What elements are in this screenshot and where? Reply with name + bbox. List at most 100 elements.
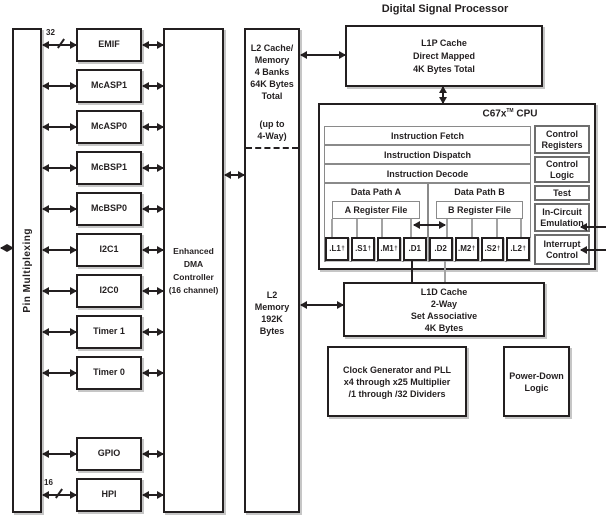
peripheral-label: McASP0 (90, 121, 127, 132)
l1p-cache-box: L1P Cache Direct Mapped 4K Bytes Total (345, 25, 543, 87)
peripheral-box-i2c1: I2C1 (76, 233, 142, 267)
in-circuit-emulation-label: In-Circuit Emulation (540, 206, 584, 228)
arrow-l2-l1d (300, 301, 344, 309)
l2-box (244, 28, 300, 513)
peripheral-box-timer1: Timer 1 (76, 315, 142, 349)
arrow-pinmux-mcbsp0 (42, 205, 77, 213)
emif-bus-width-label: 32 (46, 28, 55, 37)
unit-label: .M1 (380, 244, 394, 253)
arrow-dma-l2 (224, 171, 245, 179)
unit-label: .D1 (408, 244, 421, 253)
arrow-i2c1-dma (142, 246, 164, 254)
units-row-a: .L1† .S1† .M1† .D1 (325, 237, 427, 261)
cpu-trademark: TM (506, 108, 514, 114)
cpu-name-suffix: CPU (516, 108, 538, 120)
arrow-external-interrupt (580, 246, 606, 254)
pin-multiplexing-label: Pin Multiplexing (21, 228, 33, 313)
l2-associativity-label: (up to 4-Way) (257, 119, 287, 141)
peripheral-box-mcasp0: McASP0 (76, 110, 142, 144)
instruction-fetch-label: Instruction Fetch (390, 130, 464, 141)
peripheral-box-hpi: HPI (76, 478, 142, 512)
connector-regfile-l2 (520, 219, 522, 237)
test-label: Test (553, 187, 571, 198)
arrow-gpio-dma (142, 450, 164, 458)
unit-s1-box: .S1† (351, 237, 375, 261)
connector-regfile-l1 (331, 219, 333, 237)
connector-regfile-s2 (496, 219, 498, 237)
l1d-cache-label: L1D Cache 2-Way Set Associative 4K Bytes (410, 286, 478, 333)
c67x-cpu-title: C67xTM CPU (460, 108, 560, 119)
arrow-pinmux-hpi (42, 491, 77, 499)
clock-generator-box: Clock Generator and PLL x4 through x25 M… (327, 346, 467, 417)
arrow-timer1-dma (142, 328, 164, 336)
unit-d1-box: .D1 (403, 237, 427, 261)
peripheral-box-mcbsp0: McBSP0 (76, 192, 142, 226)
l2-memory-label: L2 Memory 192K Bytes (254, 290, 290, 336)
connector-regfile-m1 (381, 219, 383, 237)
peripheral-label: HPI (101, 489, 117, 500)
l1d-cache-box: L1D Cache 2-Way Set Associative 4K Bytes (343, 282, 545, 337)
b-register-file-box: B Register File (436, 201, 523, 219)
arrow-cross-path (413, 221, 446, 229)
cpu-name: C67x (482, 108, 507, 120)
peripheral-label: EMIF (98, 39, 120, 50)
unit-d2-box: .D2 (429, 237, 453, 261)
arrow-pinmux-i2c0 (42, 287, 77, 295)
arrow-hpi-dma (142, 491, 164, 499)
arrow-pinmux-i2c1 (42, 246, 77, 254)
arrow-pinmux-mcasp0 (42, 123, 77, 131)
peripheral-label: McBSP0 (90, 203, 127, 214)
l2-cache-memory-divider (246, 147, 298, 149)
data-path-b-label: Data Path B (454, 187, 505, 197)
control-registers-box: Control Registers (534, 125, 590, 154)
hpi-bus-width-label: 16 (44, 478, 53, 487)
arrow-l1p-cpu (439, 86, 447, 104)
peripheral-label: Timer 1 (93, 326, 125, 337)
arrow-external-emulation (580, 223, 606, 231)
unit-m2-box: .M2† (454, 237, 479, 261)
arrow-emif-dma (142, 41, 164, 49)
connector-regfile-d1 (410, 219, 412, 237)
connector-regfile-d2 (446, 219, 448, 237)
arrow-mcbsp1-dma (142, 164, 164, 172)
unit-label: .D2 (434, 244, 447, 253)
arrow-i2c0-dma (142, 287, 164, 295)
unit-label: .S2 (484, 244, 497, 253)
instruction-decode-label: Instruction Decode (386, 168, 469, 179)
arrow-pinmux-mcasp1 (42, 82, 77, 90)
peripheral-label: McBSP1 (90, 162, 127, 173)
unit-label: .M2 (458, 244, 472, 253)
arrow-pinmux-timer1 (42, 328, 77, 336)
control-logic-box: Control Logic (534, 156, 590, 183)
unit-l1-box: .L1† (325, 237, 349, 261)
unit-l2-box: .L2† (506, 237, 530, 261)
l1p-cache-label: L1P Cache Direct Mapped 4K Bytes Total (412, 37, 475, 74)
peripheral-box-timer0: Timer 0 (76, 356, 142, 390)
power-down-logic-box: Power-Down Logic (503, 346, 570, 417)
b-register-file-label: B Register File (447, 205, 512, 215)
arrow-pinmux-gpio (42, 450, 77, 458)
arrow-pinmux-mcbsp1 (42, 164, 77, 172)
clock-generator-label: Clock Generator and PLL x4 through x25 M… (342, 364, 452, 399)
diagram-title: Digital Signal Processor (381, 3, 509, 15)
arrow-l2-l1p (300, 51, 346, 59)
edma-controller-box: Enhanced DMA Controller (16 channel) (163, 28, 224, 513)
peripheral-box-mcbsp1: McBSP1 (76, 151, 142, 185)
peripheral-label: McASP1 (90, 80, 127, 91)
edma-controller-label: Enhanced DMA Controller (16 channel) (168, 245, 219, 295)
units-row-b: .D2 .M2† .S2† .L2† (429, 237, 530, 261)
peripheral-box-emif: EMIF (76, 28, 142, 62)
connector-regfile-m2 (471, 219, 473, 237)
line-d2-l1d (444, 261, 446, 282)
peripheral-box-i2c0: I2C0 (76, 274, 142, 308)
connector-regfile-s1 (356, 219, 358, 237)
l2-cache-label: L2 Cache/ Memory 4 Banks 64K Bytes Total (250, 43, 294, 101)
peripheral-label: I2C0 (99, 285, 119, 296)
arrow-pinmux-timer0 (42, 369, 77, 377)
power-down-logic-label: Power-Down Logic (509, 370, 564, 393)
interrupt-control-label: Interrupt Control (543, 238, 581, 260)
arrow-mcasp1-dma (142, 82, 164, 90)
test-box: Test (534, 185, 590, 201)
peripheral-label: I2C1 (99, 244, 119, 255)
instruction-dispatch-box: Instruction Dispatch (324, 145, 531, 164)
